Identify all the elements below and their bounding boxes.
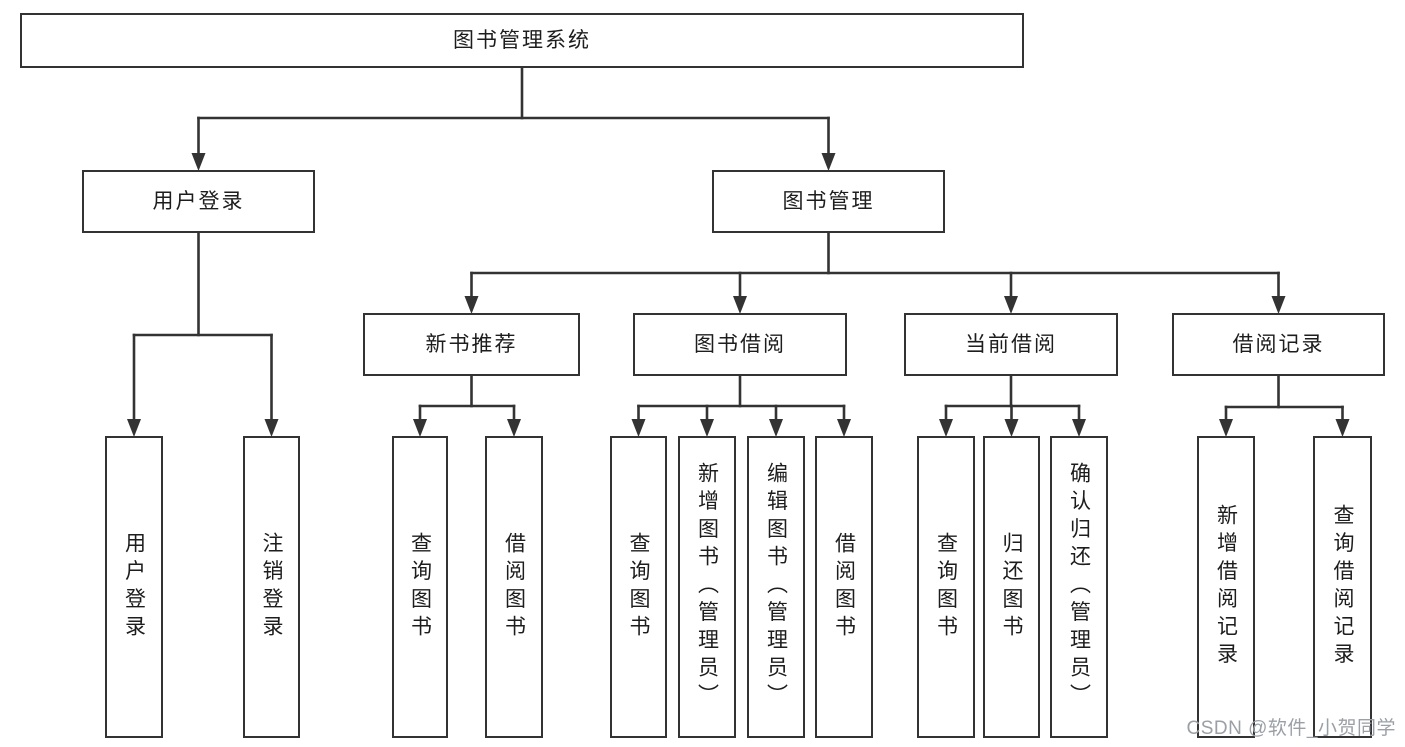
node-label: 查询借阅记录 — [1331, 503, 1354, 671]
arrowhead-icon — [1004, 296, 1018, 314]
arrowhead-icon — [1271, 296, 1286, 314]
node-borrow-book-2: 借阅图书 — [815, 436, 873, 738]
node-borrow-record: 借阅记录 — [1172, 313, 1385, 376]
arrowhead-icon — [631, 419, 646, 437]
node-logout-leaf: 注销登录 — [243, 436, 300, 738]
arrowhead-icon — [413, 419, 427, 437]
arrowhead-icon — [191, 153, 206, 171]
node-label: 新增图书（管理员） — [695, 462, 719, 712]
node-user-login: 用户登录 — [82, 170, 315, 233]
arrowhead-icon — [264, 419, 279, 437]
node-label: 用户登录 — [152, 189, 245, 213]
arrowhead-icon — [733, 296, 747, 314]
node-label: 查询图书 — [934, 531, 958, 643]
arrowhead-icon — [821, 153, 836, 171]
node-label: 图书借阅 — [694, 332, 786, 356]
arrowhead-icon — [1219, 419, 1233, 437]
node-root: 图书管理系统 — [20, 13, 1024, 68]
node-add-borrow-record: 新增借阅记录 — [1197, 436, 1255, 738]
node-label: 借阅记录 — [1232, 332, 1325, 356]
arrowhead-icon — [700, 419, 714, 437]
node-label: 归还图书 — [1000, 531, 1023, 643]
node-label: 用户登录 — [122, 531, 146, 643]
node-query-book-1: 查询图书 — [392, 436, 448, 738]
arrowhead-icon — [837, 419, 851, 437]
node-label: 借阅图书 — [502, 531, 526, 643]
node-label: 新书推荐 — [425, 332, 518, 356]
node-label: 借阅图书 — [832, 531, 856, 643]
arrowhead-icon — [939, 419, 953, 437]
node-label: 查询图书 — [408, 531, 432, 643]
node-book-borrow: 图书借阅 — [633, 313, 847, 376]
arrowhead-icon — [127, 419, 141, 437]
arrowhead-icon — [1072, 419, 1086, 437]
node-query-book-3: 查询图书 — [917, 436, 975, 738]
arrowhead-icon — [769, 419, 783, 437]
node-borrow-book-1: 借阅图书 — [485, 436, 543, 738]
arrowhead-icon — [464, 296, 479, 314]
node-query-borrow-record: 查询借阅记录 — [1313, 436, 1372, 738]
node-label: 编辑图书（管理员） — [764, 462, 788, 712]
node-current-borrow: 当前借阅 — [904, 313, 1118, 376]
watermark: CSDN @软件_小贺同学 — [1186, 718, 1396, 739]
node-new-book-recommend: 新书推荐 — [363, 313, 580, 376]
node-confirm-return: 确认归还（管理员） — [1050, 436, 1108, 738]
node-label: 当前借阅 — [965, 332, 1057, 356]
node-label: 确认归还（管理员） — [1067, 462, 1091, 712]
arrowhead-icon — [1004, 419, 1019, 437]
node-query-book-2: 查询图书 — [610, 436, 667, 738]
node-label: 图书管理 — [782, 189, 875, 213]
node-return-book: 归还图书 — [983, 436, 1040, 738]
node-label: 注销登录 — [260, 531, 283, 643]
arrowhead-icon — [1335, 419, 1350, 437]
node-user-login-leaf: 用户登录 — [105, 436, 163, 738]
node-label: 新增借阅记录 — [1214, 503, 1238, 671]
arrowhead-icon — [507, 419, 521, 437]
node-edit-book: 编辑图书（管理员） — [747, 436, 805, 738]
node-label: 图书管理系统 — [453, 28, 591, 52]
node-book-management: 图书管理 — [712, 170, 945, 233]
node-add-book: 新增图书（管理员） — [678, 436, 736, 738]
node-label: 查询图书 — [627, 531, 650, 643]
